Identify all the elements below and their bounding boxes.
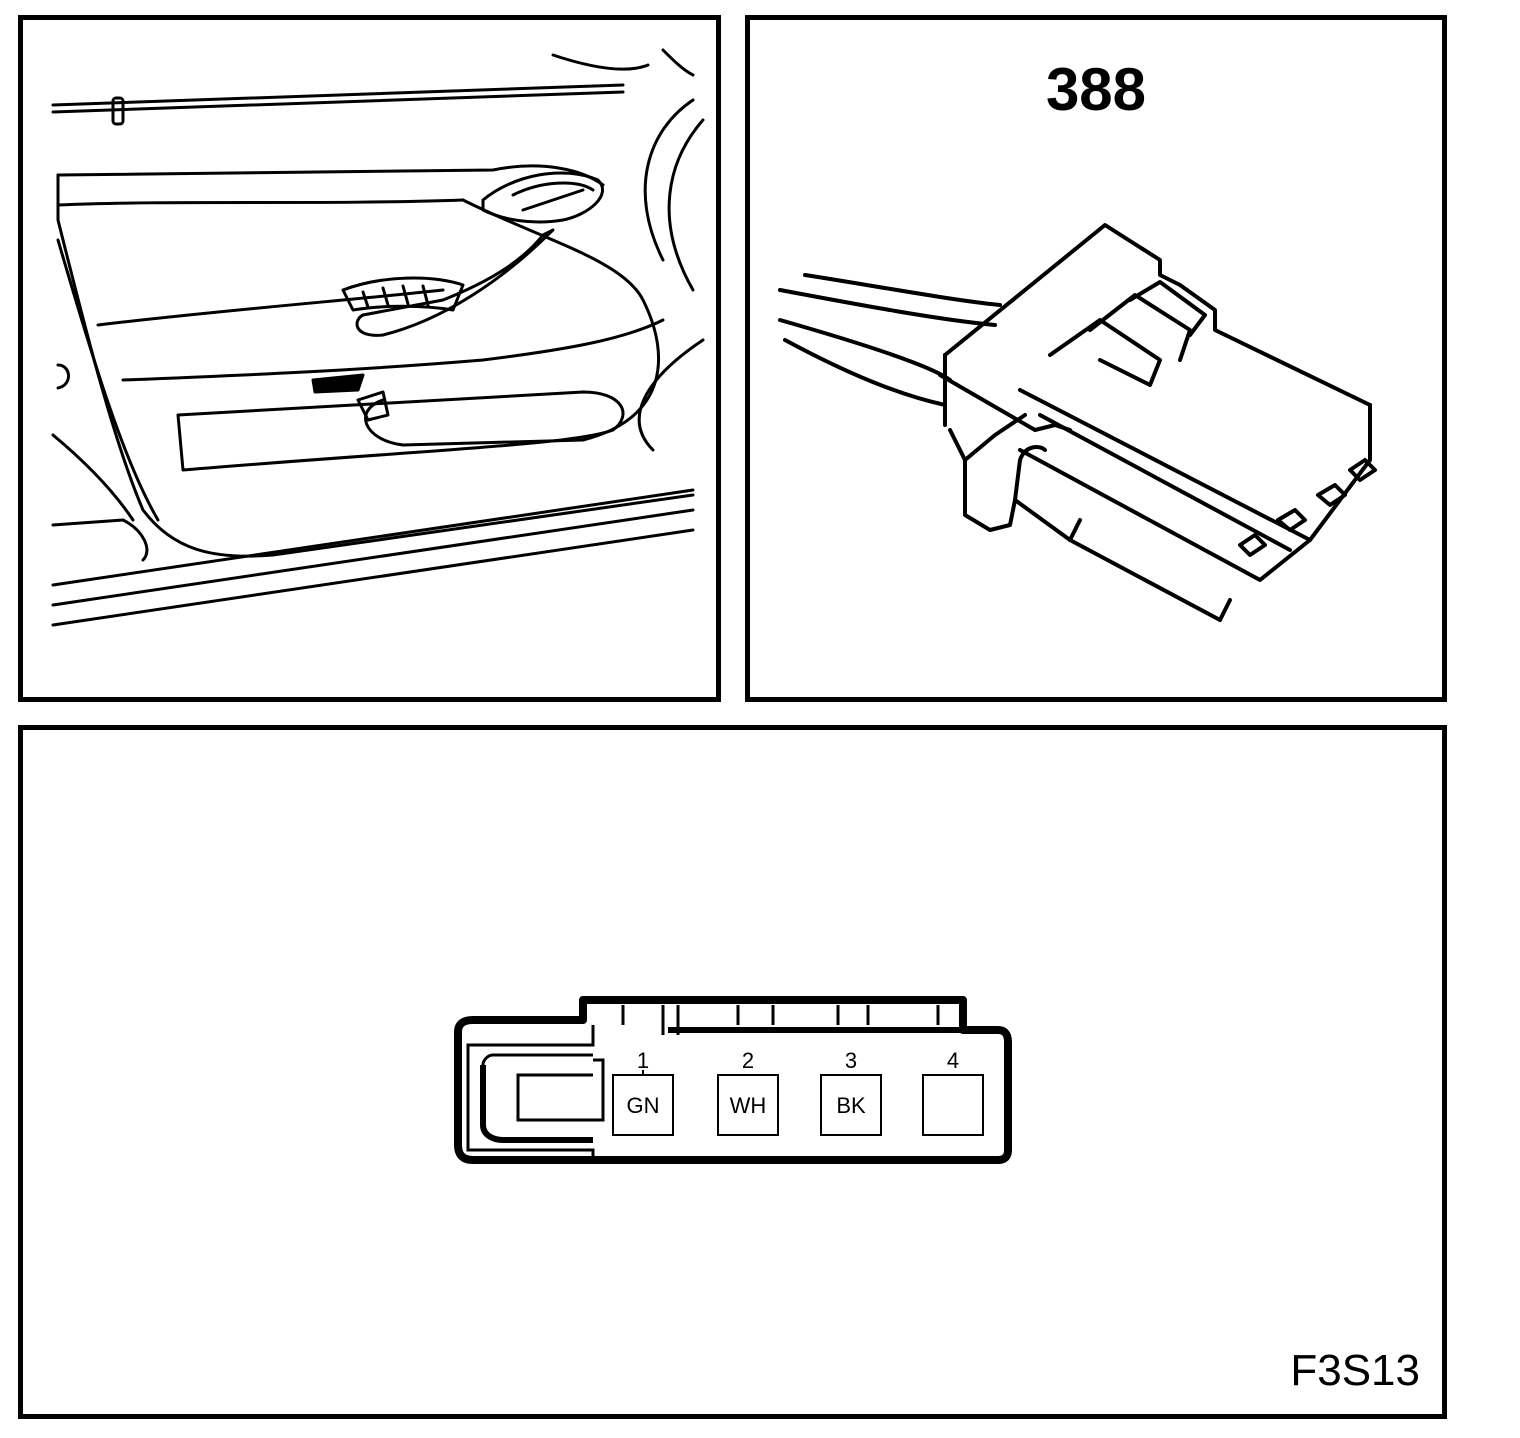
connector-number: 388 (1045, 56, 1147, 123)
pin-number: 4 (947, 1048, 959, 1073)
connector-illustration (778, 223, 1377, 622)
pin-number: 3 (845, 1048, 857, 1073)
pin-cavity-2: 2 WH (717, 1048, 779, 1136)
pin-number: 2 (742, 1048, 754, 1073)
connector-face-diagram: 1 GN 2 WH 3 BK 4 (454, 996, 1012, 1164)
pin-wire-color: GN (627, 1093, 660, 1118)
connector-view-panel: 388 (745, 15, 1447, 702)
pin-wire-color: WH (730, 1093, 767, 1118)
figure-code: F3S13 (1290, 1346, 1420, 1395)
pin-cavity-4: 4 (922, 1048, 984, 1136)
pinout-panel: 1 GN 2 WH 3 BK 4 F3S13 (18, 725, 1447, 1419)
pin-cavity-1: 1 GN (612, 1048, 674, 1136)
door-trim-illustration (51, 48, 705, 627)
pin-wire-color: BK (836, 1093, 866, 1118)
pin-cavity-3: 3 BK (820, 1048, 882, 1136)
pin-number: 1 (637, 1048, 649, 1073)
door-location-panel (18, 15, 721, 702)
connector-housing-outline (454, 996, 1012, 1164)
